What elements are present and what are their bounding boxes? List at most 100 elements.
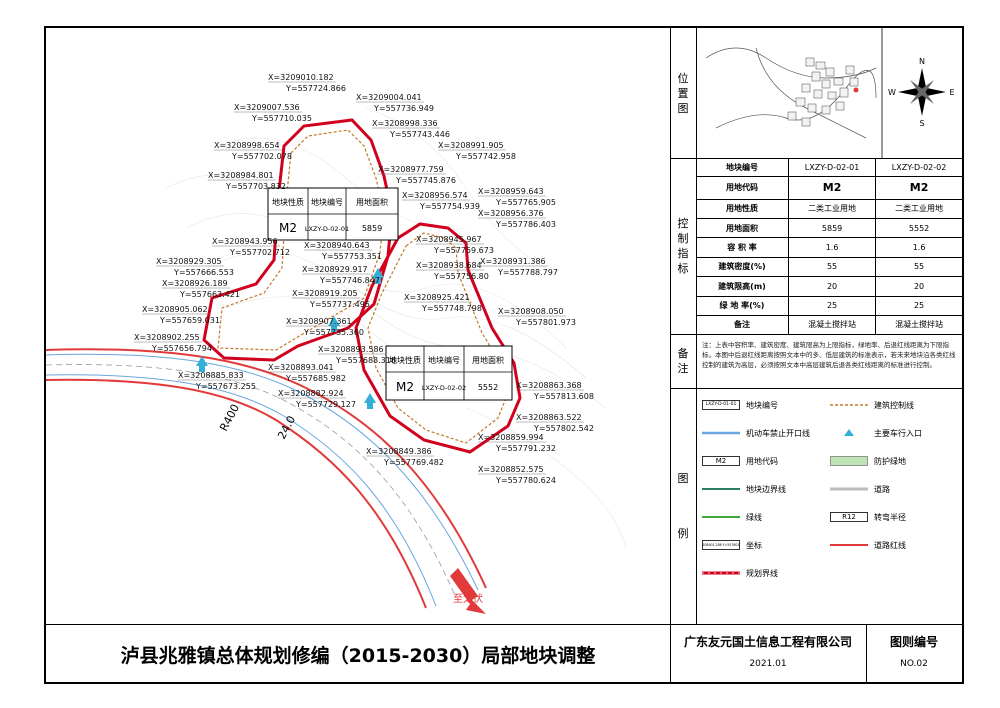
control-row-label: 用地性质 bbox=[696, 199, 789, 220]
parcel-01-boundary bbox=[202, 118, 394, 362]
box1-h3: 用地面积 bbox=[356, 197, 388, 207]
control-row-label: 备注 bbox=[696, 315, 789, 334]
legend-item-label: 地块编号 bbox=[746, 400, 778, 410]
control-row-label: 建筑限高(m) bbox=[696, 276, 789, 297]
control-row-label: 用地代码 bbox=[696, 176, 789, 200]
site-plan-map: 地块性质 地块编号 用地面积 M2 LXZY-D-02-01 5859 地块性质… bbox=[46, 73, 627, 614]
coordinate-x: X=3208998.336 bbox=[372, 119, 438, 128]
coordinate-y: Y=557788.797 bbox=[497, 268, 558, 277]
entrance-arrow-icon bbox=[328, 316, 340, 332]
coordinate-x: X=3208938.684 bbox=[416, 261, 482, 270]
turn-radius-icon: R12 bbox=[830, 512, 868, 522]
coordinate-x: X=3208984.801 bbox=[208, 171, 274, 180]
coordinate-x: X=3208893.586 bbox=[318, 345, 384, 354]
control-row-value: M2 bbox=[788, 176, 877, 200]
coordinate-x: X=3208977.759 bbox=[378, 165, 444, 174]
svg-text:S: S bbox=[919, 119, 924, 128]
coordinate-y: Y=557756.80 bbox=[433, 272, 489, 281]
drawing-number-label: 图则编号 bbox=[889, 635, 938, 649]
coordinate-y: Y=557754.939 bbox=[419, 202, 480, 211]
coordinate-icon: X=3208901.286 Y=557601.275 bbox=[702, 540, 740, 550]
coordinate-x: X=3208907.361 bbox=[286, 317, 352, 326]
coordinate-y: Y=557663.421 bbox=[179, 290, 240, 299]
road-red-line-icon bbox=[830, 540, 868, 550]
legend-item-main-entrance: 主要车行入口 bbox=[830, 426, 922, 440]
coordinate-y: Y=557702.078 bbox=[231, 152, 292, 161]
coordinate-y: Y=557688.318 bbox=[335, 356, 396, 365]
coordinate-labels: X=3209010.182Y=557724.866X=3209007.536Y=… bbox=[134, 73, 594, 485]
legend-symbol-text: R12 bbox=[842, 513, 856, 521]
legend-item-label: 道路 bbox=[874, 484, 890, 494]
coordinate-y: Y=557786.403 bbox=[495, 220, 556, 229]
coordinate-y: Y=557759.673 bbox=[433, 246, 494, 255]
coordinate-x: X=3208863.522 bbox=[516, 413, 582, 422]
legend-item-label: 绿线 bbox=[746, 512, 762, 522]
coordinate-x: X=3208919.205 bbox=[292, 289, 358, 298]
legend-symbol-text: LXZY-D-01-01 bbox=[705, 402, 737, 407]
drawing-number-block: 图则编号 NO.02 bbox=[866, 625, 962, 683]
coordinate-x: X=3208959.643 bbox=[478, 187, 544, 196]
coordinate-y: Y=557710.035 bbox=[251, 114, 312, 123]
box2-h2: 地块编号 bbox=[428, 355, 460, 365]
box2-h3: 用地面积 bbox=[472, 355, 504, 365]
building-line-icon bbox=[830, 400, 868, 410]
coordinate-y: Y=557724.866 bbox=[285, 84, 346, 93]
legend-item-buffer-green: 防护绿地 bbox=[830, 454, 906, 468]
entrance-arrow-icon bbox=[364, 393, 376, 409]
control-row-value: 20 bbox=[875, 276, 962, 297]
control-row-value: M2 bbox=[875, 176, 962, 200]
coordinate-y: Y=557746.847 bbox=[319, 276, 380, 285]
parcel-code-icon: LXZY-D-01-01 bbox=[702, 400, 740, 410]
coordinate-x: X=3208885.833 bbox=[178, 371, 244, 380]
drawing-date: 2021.01 bbox=[749, 659, 787, 669]
box2-v2: LXZY-D-02-02 bbox=[422, 384, 466, 392]
control-row-value: LXZY-D-02-02 bbox=[875, 158, 962, 178]
coordinate-y: Y=557742.958 bbox=[455, 152, 516, 161]
control-row: 备注混凝土搅拌站混凝土搅拌站 bbox=[696, 315, 962, 334]
title-bar: 泸县兆雅镇总体规划修编（2015-2030）局部地块调整 广东友元国土信息工程有… bbox=[46, 624, 962, 683]
legend-item-label: 主要车行入口 bbox=[874, 428, 922, 438]
coordinate-y: Y=557791.232 bbox=[495, 444, 556, 453]
coordinate-y: Y=557703.832 bbox=[225, 182, 286, 191]
box1-v2: LXZY-D-02-01 bbox=[305, 225, 349, 233]
legend-item-green-line: 绿线 bbox=[702, 510, 762, 524]
parcel-02-info-box: 地块性质 地块编号 用地面积 M2 LXZY-D-02-02 5552 bbox=[385, 345, 513, 401]
coordinate-x: X=3209010.182 bbox=[268, 73, 334, 82]
box1-v1: M2 bbox=[279, 221, 297, 235]
parcel-01-info-box: 地块性质 地块编号 用地面积 M2 LXZY-D-02-01 5859 bbox=[267, 187, 399, 241]
control-row-value: 55 bbox=[875, 257, 962, 278]
legend-symbol-text: M2 bbox=[715, 457, 727, 465]
drawing-title: 泸县兆雅镇总体规划修编（2015-2030）局部地块调整 bbox=[46, 625, 671, 683]
company-block: 广东友元国土信息工程有限公司 2021.01 bbox=[670, 625, 867, 683]
coordinate-x: X=3208863.368 bbox=[516, 381, 582, 390]
destination-label: 至太伏 bbox=[453, 592, 483, 605]
control-row-value: 55 bbox=[788, 257, 877, 278]
location-map-label: 位 置 图 bbox=[670, 28, 697, 158]
svg-text:W: W bbox=[888, 88, 896, 97]
legend-symbol-text: X=3208901.286 Y=557601.275 bbox=[702, 543, 740, 547]
coordinate-y: Y=557745.876 bbox=[395, 176, 456, 185]
coordinate-y: Y=557813.608 bbox=[533, 392, 594, 401]
